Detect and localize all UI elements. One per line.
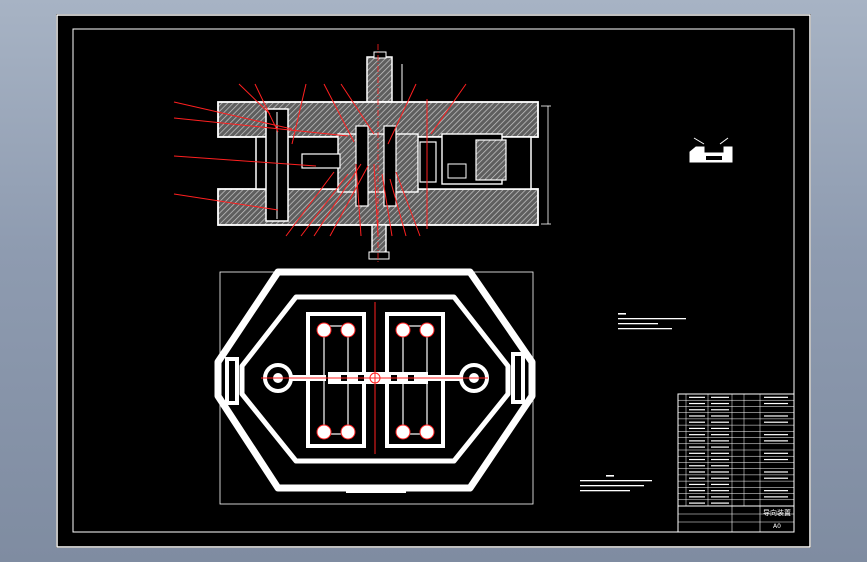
plan-view — [214, 268, 536, 505]
technical-notes-lower — [580, 475, 652, 492]
section-view — [173, 44, 551, 264]
assembly-drawing: 导向装置 A0 — [56, 14, 811, 548]
title-block: 导向装置 A0 — [677, 505, 795, 533]
detail-symbol-icon — [689, 137, 733, 163]
drawing-sheet: 导向装置 A0 — [56, 14, 811, 548]
drawing-title: 导向装置 — [763, 508, 791, 517]
technical-notes-upper — [618, 313, 686, 330]
parts-list-table — [677, 393, 795, 507]
inner-border — [72, 28, 795, 533]
sheet-size: A0 — [773, 523, 781, 530]
outer-border — [56, 14, 811, 548]
